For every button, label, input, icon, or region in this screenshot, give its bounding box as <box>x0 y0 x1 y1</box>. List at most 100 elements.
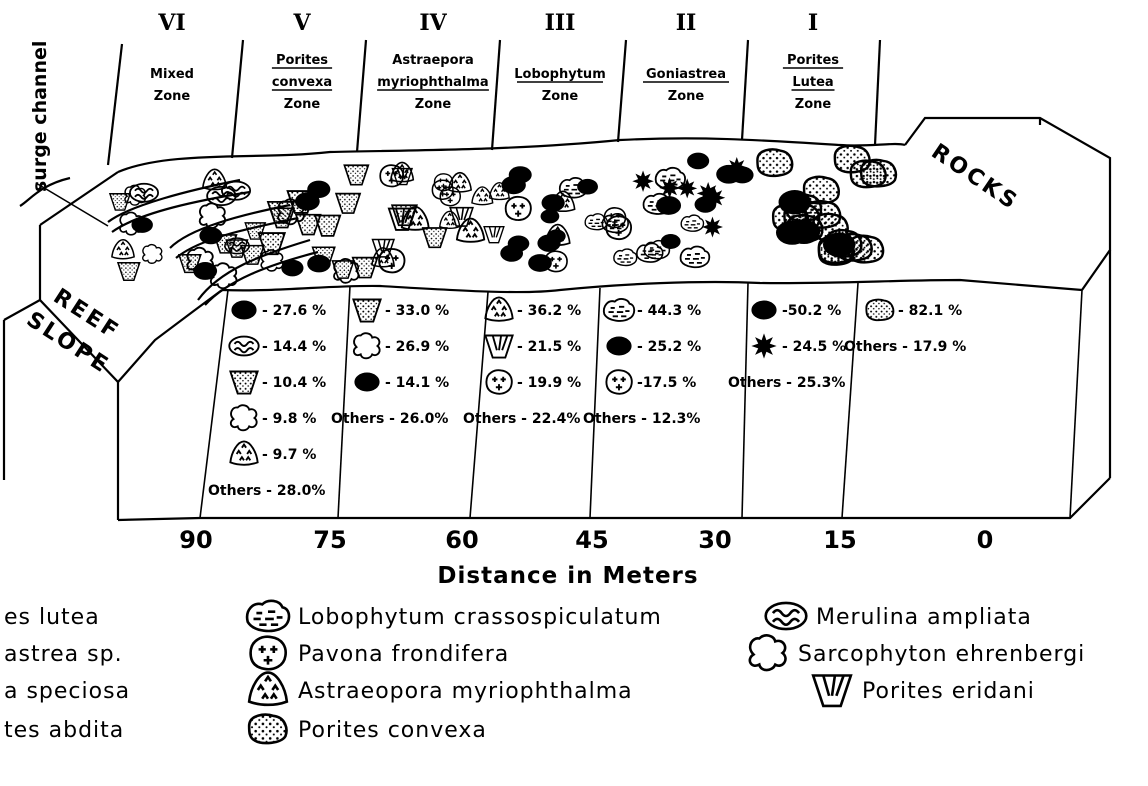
composition-value: - 26.9 % <box>385 339 449 355</box>
composition-value: - 21.5 % <box>517 339 581 355</box>
legend-entry: Astraeopora myriophthalma <box>298 679 633 704</box>
astraeopora-icon <box>485 297 512 320</box>
legend-entry: Merulina ampliata <box>816 605 1032 630</box>
solid-oval-icon <box>606 337 631 356</box>
sarcophyton-icon <box>231 405 257 430</box>
eridani-icon <box>813 676 851 706</box>
lobophytum-icon <box>604 299 634 321</box>
eridani-dotted-icon <box>296 215 321 235</box>
legend: es lutea astrea sp. a speciosa tes abdita Lo… <box>4 601 1085 743</box>
solid-oval-icon <box>823 232 855 256</box>
zone-numeral: I <box>808 10 818 36</box>
zone-name-line: Porites <box>787 53 839 68</box>
porites-convexa-icon <box>249 715 286 743</box>
composition-value: - 25.2 % <box>637 339 701 355</box>
eridani-icon <box>484 227 504 243</box>
eridani-dotted-icon <box>118 263 140 281</box>
rocks-label: ROCKS <box>927 139 1024 215</box>
distance-tick: 45 <box>575 526 608 554</box>
zone-compositions: - 27.6 %- 14.4 %- 10.4 %- 9.8 %- 9.7 %Ot… <box>208 297 966 499</box>
eridani-dotted-icon <box>423 228 447 247</box>
composition-value: - 27.6 % <box>262 303 326 319</box>
lobophytum-icon <box>681 247 710 268</box>
legend-entry: es lutea <box>4 605 100 630</box>
solid-oval-icon <box>354 373 379 392</box>
zone-name-line: Zone <box>415 97 452 112</box>
legend-entry: a speciosa <box>4 679 130 704</box>
solid-oval-icon <box>542 194 565 211</box>
composition-value: - 9.8 % <box>262 411 316 427</box>
composition-value: Others - 25.3% <box>728 375 845 391</box>
legend-entry: Sarcophyton ehrenbergi <box>798 642 1085 667</box>
reef-slope-label: REEF SLOPE <box>22 279 133 380</box>
distance-tick: 60 <box>445 526 478 554</box>
zone-name-line: Lutea <box>792 75 833 90</box>
composition-value: Others - 22.4% <box>463 411 580 427</box>
astraeopora-icon <box>230 441 257 464</box>
eridani-icon <box>485 336 512 358</box>
solid-oval-icon <box>547 229 565 243</box>
solid-oval-icon <box>687 153 709 170</box>
sarcophyton-icon <box>354 333 380 358</box>
astraeopora-icon <box>112 240 134 259</box>
composition-value: - 14.4 % <box>262 339 326 355</box>
eridani-dotted-icon <box>230 372 257 394</box>
lobophytum-icon <box>637 243 663 262</box>
pavona-icon <box>379 249 404 272</box>
composition-value: - 24.5 % <box>782 339 846 355</box>
solid-oval-icon <box>661 234 681 249</box>
astraeopora-icon <box>457 219 484 242</box>
distance-tick: 15 <box>823 526 856 554</box>
composition-value: - 44.3 % <box>637 303 701 319</box>
composition-value: Others - 26.0% <box>331 411 448 427</box>
lobophytum-icon <box>614 249 637 265</box>
solid-oval-icon <box>295 192 320 211</box>
distance-tick: 75 <box>313 526 346 554</box>
zone-name-line: Zone <box>542 89 579 104</box>
porites-lutea-icon <box>757 149 792 175</box>
composition-value: - 10.4 % <box>262 375 326 391</box>
zone-name-line: Porites <box>276 53 328 68</box>
astraeopora-icon <box>249 673 287 705</box>
composition-value: -50.2 % <box>782 303 841 319</box>
sarcophyton-icon <box>750 635 786 670</box>
solid-oval-icon <box>281 260 303 277</box>
composition-value: - 19.9 % <box>517 375 581 391</box>
merulina-icon <box>766 603 807 629</box>
zone-numeral: VI <box>157 10 185 36</box>
eridani-dotted-icon <box>336 194 360 213</box>
legend-entry: Porites eridani <box>862 679 1035 704</box>
zone-name-line: Zone <box>284 97 321 112</box>
eridani-dotted-icon <box>353 258 378 278</box>
zone-name-line: Zone <box>154 89 191 104</box>
goniastrea-star-icon <box>702 217 723 238</box>
composition-value: Others - 12.3% <box>583 411 700 427</box>
goniastrea-star-icon <box>751 333 776 358</box>
pavona-icon <box>506 197 531 220</box>
zone-name-line: myriophthalma <box>377 75 488 90</box>
composition-value: Others - 17.9 % <box>844 339 966 355</box>
zone-numeral: II <box>676 10 697 36</box>
zone-name-line: Zone <box>668 89 705 104</box>
sarcophyton-icon <box>143 245 162 264</box>
porites-lutea-icon <box>851 161 886 187</box>
merulina-icon <box>229 337 258 356</box>
solid-oval-icon <box>231 301 256 320</box>
legend-entry: astrea sp. <box>4 642 123 667</box>
legend-entry: Pavona frondifera <box>298 642 509 667</box>
solid-oval-icon <box>528 254 552 272</box>
zone-numeral: III <box>545 10 576 36</box>
composition-value: -17.5 % <box>637 375 696 391</box>
coral-scatter <box>110 146 896 288</box>
composition-value: - 36.2 % <box>517 303 581 319</box>
composition-value: Others - 28.0% <box>208 483 325 499</box>
legend-entry: Lobophytum crassospiculatum <box>298 605 662 630</box>
legend-entry: tes abdita <box>4 718 124 743</box>
zone-name-line: Astraepora <box>392 53 473 68</box>
axis-title: Distance in Meters <box>437 563 698 589</box>
composition-value: - 33.0 % <box>385 303 449 319</box>
distance-tick: 30 <box>698 526 731 554</box>
pavona-icon <box>251 637 286 669</box>
